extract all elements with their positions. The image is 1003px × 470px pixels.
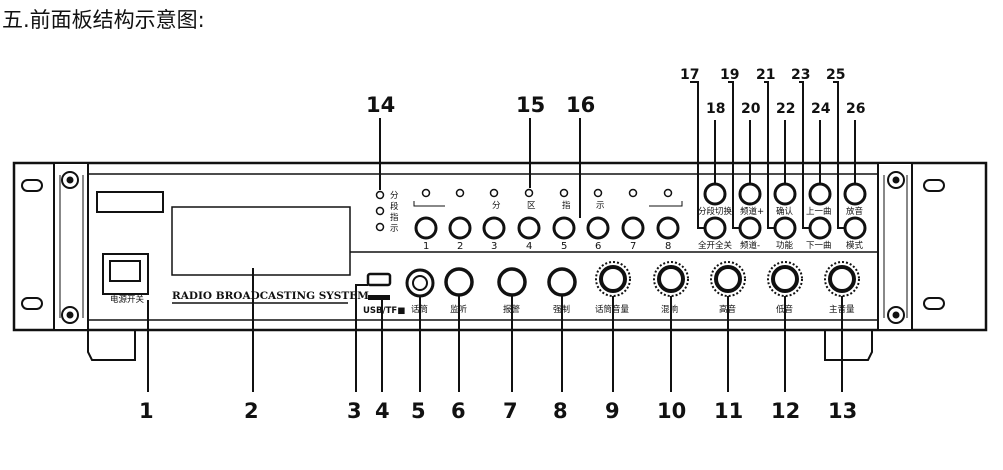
prev-track-label: 上一曲 [806, 206, 832, 217]
callout-14: 14 [366, 93, 395, 117]
zone-button-label-7: 7 [630, 241, 636, 252]
zone-button-label-3: 3 [491, 241, 497, 252]
callout-9: 9 [605, 399, 620, 423]
play-label: 放音 [846, 206, 864, 217]
usb-tf-ports: USB/TF■ [363, 272, 405, 316]
callout-16: 16 [566, 93, 595, 117]
callout-12: 12 [771, 399, 800, 423]
callout-22: 22 [776, 101, 795, 117]
callout-23: 23 [791, 67, 810, 83]
zone-leds [421, 188, 673, 198]
usb-label: USB/TF■ [363, 306, 405, 316]
zone-header-char-2: 区 [527, 201, 536, 211]
callout-25: 25 [826, 67, 845, 83]
callout-3: 3 [347, 399, 362, 423]
callout-17: 17 [680, 67, 699, 83]
reverb-label: 混响 [661, 304, 678, 315]
segment-indicators [375, 190, 385, 232]
callout-7: 7 [503, 399, 518, 423]
callout-24: 24 [811, 101, 831, 117]
large-knobs [595, 261, 860, 297]
callout-20: 20 [741, 101, 761, 117]
callout-5: 5 [411, 399, 426, 423]
function-label: 功能 [776, 240, 794, 251]
segment-char-3: 指 [390, 212, 399, 223]
top-leader-lines [379, 81, 856, 229]
zone-bracket [413, 201, 683, 207]
callout-10: 10 [657, 399, 686, 423]
segment-char-1: 分 [390, 191, 399, 201]
zone-button-label-8: 8 [665, 241, 671, 252]
bottom-leader-lines [147, 268, 843, 392]
callout-26: 26 [846, 101, 865, 117]
power-switch-label: 电源开关 [110, 294, 145, 305]
callout-8: 8 [553, 399, 568, 423]
callout-6: 6 [451, 399, 466, 423]
next-track-label: 下一曲 [806, 240, 832, 251]
callout-13: 13 [828, 399, 857, 423]
panel-feet [87, 329, 873, 361]
zone-button-label-1: 1 [423, 241, 429, 252]
zone-header-char-1: 分 [492, 201, 501, 211]
zone-buttons [414, 216, 680, 240]
zone-header-char-3: 指 [562, 200, 571, 211]
segment-char-4: 示 [390, 224, 399, 234]
zone-header-char-4: 示 [596, 201, 605, 211]
mode-label: 模式 [846, 240, 864, 251]
all-on-off-label: 全开全关 [698, 240, 733, 251]
zone-button-label-4: 4 [526, 241, 532, 252]
segment-char-2: 段 [390, 201, 399, 212]
callout-15: 15 [516, 93, 545, 117]
callout-4: 4 [375, 399, 390, 423]
callout-1: 1 [139, 399, 154, 423]
brand-text: RADIO BROADCASTING SYSTEM [172, 290, 369, 302]
mic-jack [405, 268, 435, 298]
page-title: 五.前面板结构示意图: [2, 8, 205, 32]
callout-2: 2 [244, 399, 259, 423]
zone-button-label-6: 6 [595, 241, 601, 252]
channel-up-label: 频道+ [740, 206, 764, 217]
callout-21: 21 [756, 67, 775, 83]
zone-button-label-5: 5 [561, 241, 567, 252]
lcd-display [171, 206, 351, 276]
zone-button-label-2: 2 [457, 241, 463, 252]
confirm-label: 确认 [776, 206, 794, 217]
channel-down-label: 频道- [740, 240, 760, 251]
callout-11: 11 [714, 399, 743, 423]
callout-19: 19 [720, 67, 739, 83]
callout-18: 18 [706, 101, 725, 117]
indicator-window [96, 191, 164, 213]
segment-switch-label: 分段切换 [698, 206, 733, 217]
power-switch: 电源开关 [102, 253, 149, 305]
small-knobs [444, 267, 577, 297]
